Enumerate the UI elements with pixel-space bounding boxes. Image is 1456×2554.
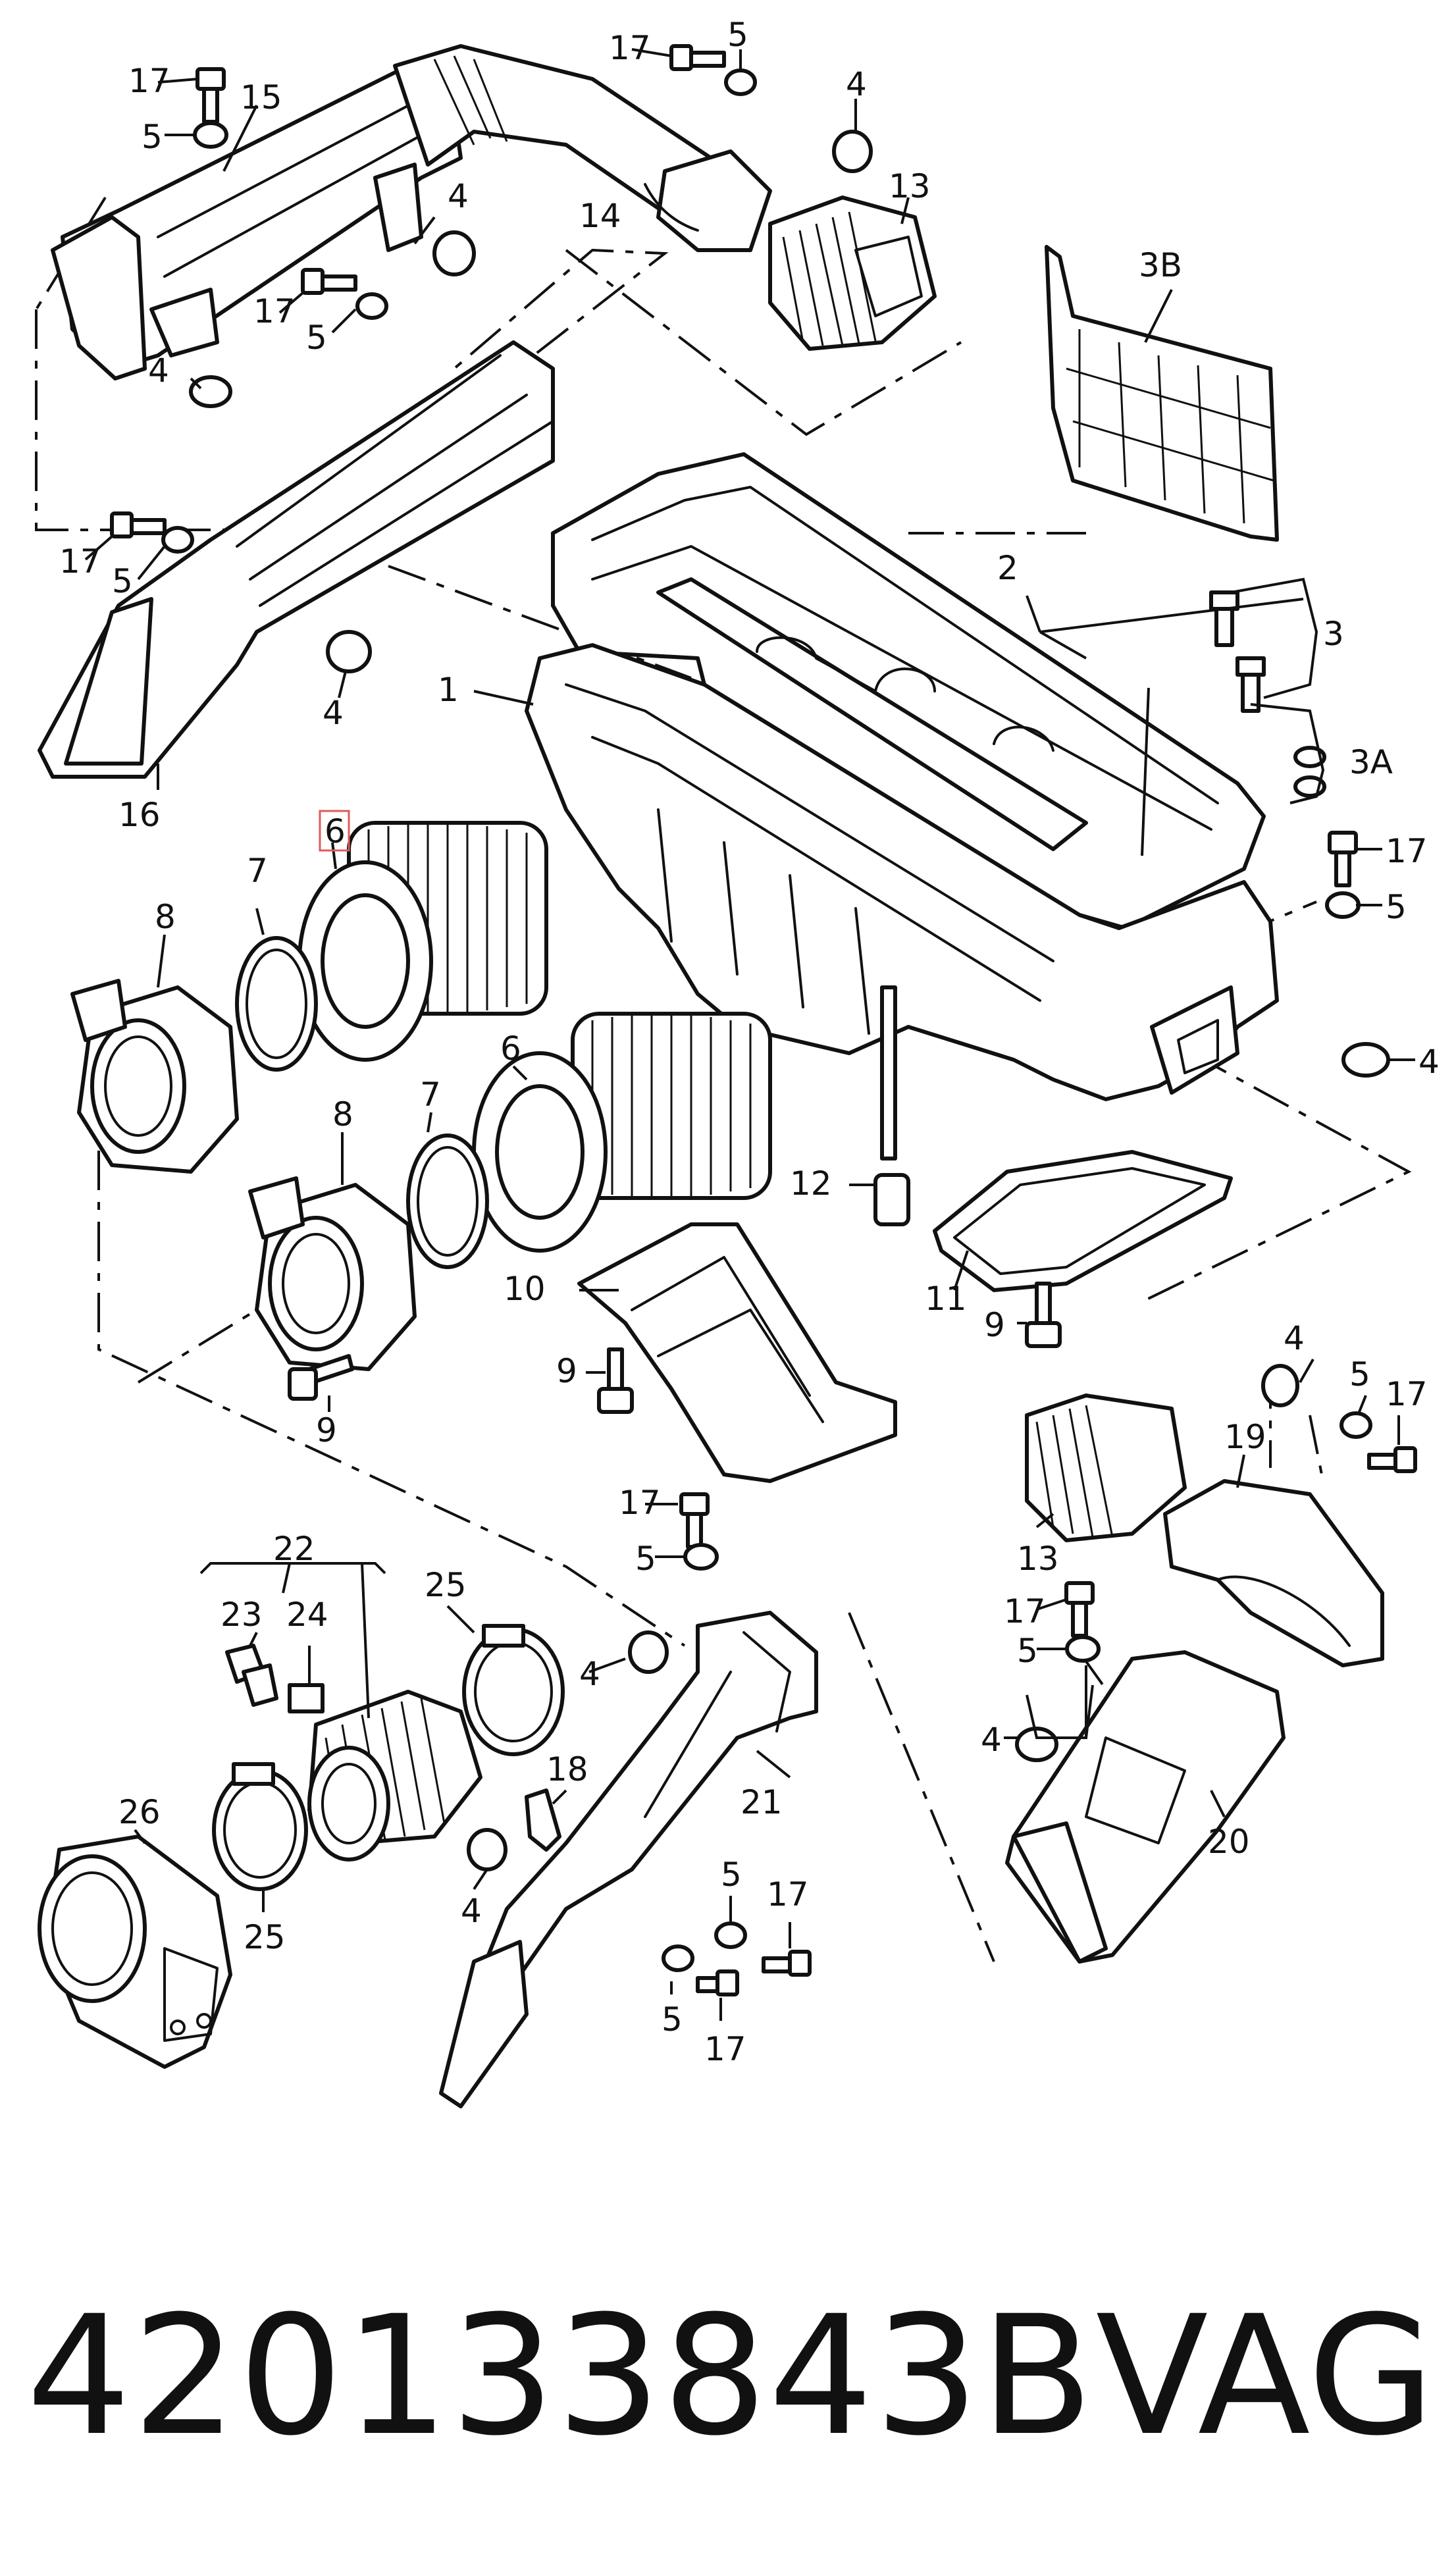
callout-labels: 17 5 15 17 5 4 13 14 4 17 5 4 3B 17 5 4 … bbox=[59, 16, 1440, 2068]
label-4: 4 bbox=[461, 1892, 482, 1930]
part-2-housing-lid bbox=[551, 452, 1266, 930]
part-11-plate bbox=[933, 1150, 1233, 1292]
part-17-bolts bbox=[110, 44, 1417, 1996]
label-2: 2 bbox=[997, 549, 1018, 587]
label-16: 16 bbox=[118, 796, 161, 834]
brand-name: VAG bbox=[1095, 2280, 1435, 2472]
label-17: 17 bbox=[1386, 1375, 1428, 1413]
label-5: 5 bbox=[1386, 888, 1407, 926]
label-25: 25 bbox=[425, 1566, 467, 1604]
label-17: 17 bbox=[704, 2030, 746, 2068]
footer-caption: 420133843B VAG bbox=[26, 2278, 1435, 2495]
label-4: 4 bbox=[981, 1721, 1002, 1759]
part-number: 420133843B bbox=[26, 2280, 1095, 2472]
label-12: 12 bbox=[790, 1164, 832, 1203]
part-6-air-filter-lower bbox=[472, 1012, 772, 1253]
part-16-air-duct bbox=[38, 340, 555, 779]
part-21-intake-tube bbox=[439, 1611, 818, 2108]
label-18: 18 bbox=[546, 1750, 588, 1788]
label-23: 23 bbox=[221, 1596, 263, 1634]
label-3a: 3A bbox=[1349, 743, 1393, 781]
part-12-sleeve bbox=[873, 1173, 910, 1226]
part-8-air-mass-meter-upper bbox=[70, 979, 239, 1174]
part-22-hose bbox=[307, 1690, 482, 1862]
label-5: 5 bbox=[727, 16, 748, 54]
label-17: 17 bbox=[128, 62, 170, 100]
part-25-hose-clamp-lower bbox=[212, 1762, 308, 1891]
label-19: 19 bbox=[1224, 1418, 1266, 1456]
part-23-sensor bbox=[225, 1644, 278, 1707]
label-3: 3 bbox=[1323, 615, 1344, 653]
label-14: 14 bbox=[579, 197, 621, 235]
label-13: 13 bbox=[889, 167, 931, 205]
label-5: 5 bbox=[112, 562, 133, 600]
part-6-air-filter-upper bbox=[298, 821, 548, 1062]
label-22: 22 bbox=[273, 1530, 315, 1568]
part-26-throttle-body bbox=[38, 1835, 232, 2069]
label-4: 4 bbox=[1418, 1043, 1440, 1081]
label-13: 13 bbox=[1017, 1540, 1059, 1578]
label-5: 5 bbox=[662, 2000, 683, 2039]
label-5: 5 bbox=[1017, 1632, 1038, 1670]
label-9: 9 bbox=[984, 1306, 1005, 1344]
part-15-intake-duct bbox=[51, 64, 463, 380]
label-7: 7 bbox=[420, 1076, 441, 1114]
label-8: 8 bbox=[155, 898, 176, 936]
label-9: 9 bbox=[556, 1352, 577, 1390]
part-13-bellows-top bbox=[768, 195, 937, 351]
label-20: 20 bbox=[1208, 1823, 1250, 1861]
part-8-air-mass-meter-lower bbox=[248, 1176, 417, 1371]
label-10: 10 bbox=[504, 1270, 546, 1308]
label-5: 5 bbox=[142, 118, 163, 156]
part-3b-cover-panel bbox=[1045, 245, 1279, 542]
part-20-duct bbox=[1005, 1650, 1286, 1964]
label-11: 11 bbox=[925, 1280, 967, 1318]
label-1: 1 bbox=[438, 671, 459, 709]
part-18-pin bbox=[525, 1788, 561, 1852]
label-15: 15 bbox=[240, 78, 282, 117]
label-4: 4 bbox=[846, 65, 867, 103]
label-5: 5 bbox=[635, 1540, 656, 1578]
label-4: 4 bbox=[148, 352, 169, 390]
part-24-clamp-small bbox=[288, 1683, 325, 1713]
label-17: 17 bbox=[767, 1875, 809, 1914]
label-5: 5 bbox=[306, 319, 327, 357]
leader-lines bbox=[84, 48, 1415, 2021]
label-4: 4 bbox=[323, 694, 344, 732]
label-4: 4 bbox=[448, 177, 469, 215]
label-21: 21 bbox=[741, 1783, 783, 1821]
part-14-hose bbox=[393, 44, 772, 252]
part-9-screws bbox=[288, 1282, 1062, 1414]
label-17: 17 bbox=[253, 292, 296, 330]
label-24: 24 bbox=[286, 1596, 328, 1634]
part-10-bracket bbox=[577, 1222, 897, 1483]
part-5-washers bbox=[161, 68, 1372, 1972]
label-4: 4 bbox=[579, 1655, 600, 1693]
label-17: 17 bbox=[609, 29, 651, 67]
label-25: 25 bbox=[244, 1918, 286, 1956]
part-1-housing-body bbox=[525, 643, 1279, 1160]
part-7-seal-rings bbox=[235, 936, 489, 1269]
label-26: 26 bbox=[118, 1793, 161, 1831]
label-4: 4 bbox=[1284, 1319, 1305, 1357]
label-6: 6 bbox=[500, 1029, 521, 1068]
label-5: 5 bbox=[1349, 1355, 1370, 1394]
label-3b: 3B bbox=[1139, 246, 1182, 284]
part-19-duct bbox=[1163, 1479, 1384, 1667]
label-17: 17 bbox=[619, 1484, 661, 1522]
label-7: 7 bbox=[247, 852, 268, 890]
highlight-box bbox=[319, 810, 350, 852]
part-13-bellows-lower bbox=[1025, 1394, 1187, 1542]
label-17: 17 bbox=[59, 542, 101, 581]
label-17: 17 bbox=[1386, 832, 1428, 870]
label-5: 5 bbox=[721, 1856, 742, 1894]
part-25-hose-clamp-upper bbox=[462, 1624, 565, 1756]
label-6: 6 bbox=[325, 812, 346, 850]
label-9: 9 bbox=[316, 1411, 337, 1449]
label-17: 17 bbox=[1004, 1592, 1046, 1630]
label-8: 8 bbox=[332, 1095, 353, 1134]
